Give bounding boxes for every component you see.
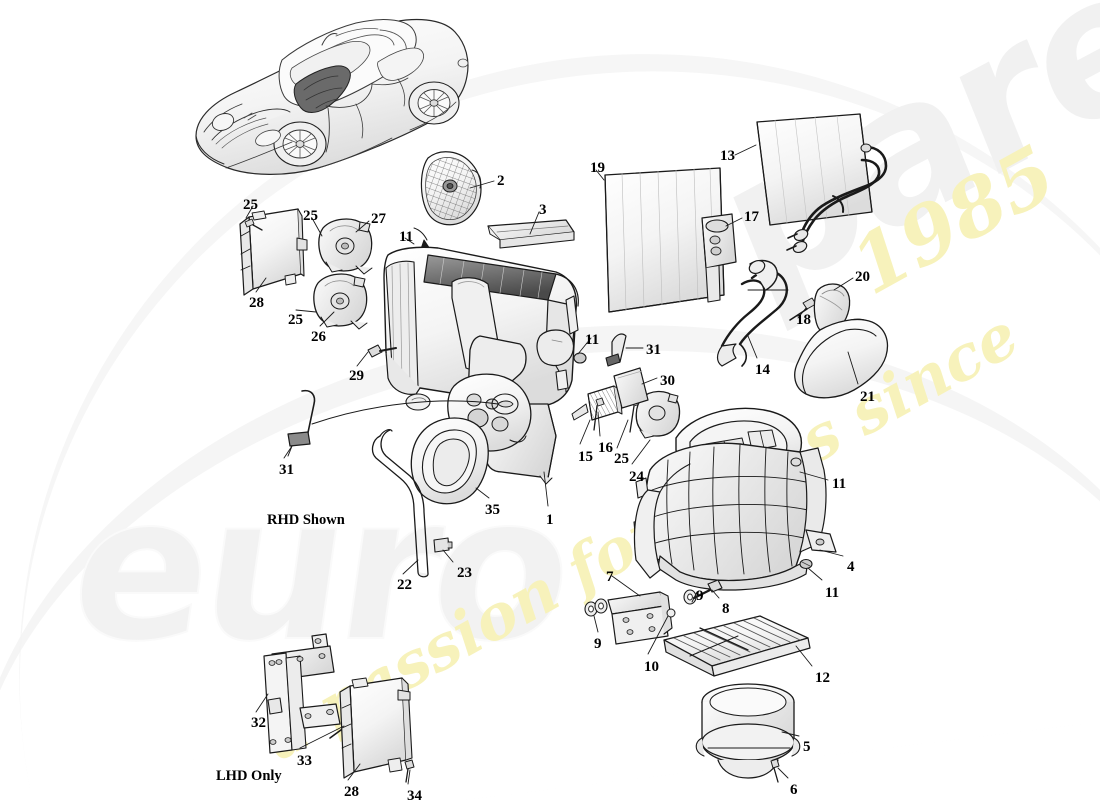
part-7-bracket (607, 591, 673, 645)
callout-16-22: 16 (598, 440, 613, 456)
part-30-flap (613, 367, 649, 409)
callout-20-17: 20 (855, 269, 870, 285)
callout-25-23: 25 (614, 451, 629, 467)
callout-18-16: 18 (796, 312, 811, 328)
callout-32-38: 32 (251, 715, 266, 731)
callout-11-3: 11 (399, 229, 414, 245)
note-rhd: RHD Shown (267, 512, 345, 528)
callout-9-33: 9 (696, 588, 704, 604)
part-17-expansion-valve (701, 213, 737, 303)
part-29-bolt (367, 344, 397, 358)
callout-6-43: 6 (790, 782, 798, 798)
callout-25-1: 25 (303, 208, 318, 224)
note-lhd: LHD Only (216, 768, 282, 784)
vehicle-overview-illustration (195, 18, 469, 175)
part-28-control-module-lower (339, 677, 413, 779)
callout-1-27: 1 (546, 512, 554, 528)
part-32-module-bracket (263, 633, 341, 754)
part-12-cabin-filter (663, 615, 811, 677)
part-13-heater-matrix (756, 113, 888, 254)
callout-14-18: 14 (755, 362, 770, 378)
part-28-control-module-upper (239, 208, 308, 296)
part-3-duct-strip (487, 219, 575, 249)
part-5-blower-motor (695, 683, 801, 779)
part-19-evaporator-core (604, 167, 725, 313)
callout-17-8: 17 (744, 209, 759, 225)
callout-28-9: 28 (249, 295, 264, 311)
part-8-bolt (692, 579, 723, 600)
callout-34-41: 34 (407, 788, 422, 800)
callout-23-31: 23 (457, 565, 472, 581)
callout-35-26: 35 (485, 502, 500, 518)
callout-21-19: 21 (860, 389, 875, 405)
part-2-fan-grille (420, 151, 482, 226)
callout-27-2: 27 (371, 211, 386, 227)
part-24-actuator (635, 390, 681, 439)
part-35-seal (410, 417, 489, 505)
callout-10-36: 10 (644, 659, 659, 675)
callout-24-24: 24 (629, 469, 644, 485)
callout-31-20: 31 (279, 462, 294, 478)
callout-33-39: 33 (297, 753, 312, 769)
part-14-heater-hose (716, 259, 789, 367)
part-11-clips-housing (799, 558, 813, 570)
part-1-heater-case (383, 246, 579, 485)
callout-31-14: 31 (646, 342, 661, 358)
callout-15-21: 15 (578, 449, 593, 465)
callout-11-29: 11 (825, 585, 840, 601)
callout-5-42: 5 (803, 739, 811, 755)
part-22-drain-hose (371, 429, 429, 578)
callout-11-25: 11 (832, 476, 847, 492)
callout-30-15: 30 (660, 373, 675, 389)
callout-4-28: 4 (847, 559, 855, 575)
part-4-blower-housing (633, 407, 837, 591)
part-23-hose-clip (433, 537, 453, 553)
callout-9-35: 9 (594, 636, 602, 652)
part-21-air-duct-lower (794, 295, 889, 399)
part-16-pin (593, 397, 605, 431)
part-26-actuator-motor (313, 273, 368, 330)
callout-25-10: 25 (288, 312, 303, 328)
callout-26-11: 26 (311, 329, 326, 345)
part-31-drain-tube (287, 389, 519, 457)
callout-28-40: 28 (344, 784, 359, 800)
callout-8-34: 8 (722, 601, 730, 617)
callout-22-30: 22 (397, 577, 412, 593)
part-6-screw (770, 758, 780, 783)
callout-7-32: 7 (606, 569, 614, 585)
part-9-washers (584, 589, 697, 618)
callout-2-4: 2 (497, 173, 505, 189)
part-27-actuator-motor (318, 218, 373, 275)
part-11-clip-mid (573, 352, 587, 364)
callout-19-6: 19 (590, 160, 605, 176)
callout-29-12: 29 (349, 368, 364, 384)
part-31-clip-upper (605, 333, 627, 367)
part-34-screw (404, 759, 415, 783)
callout-3-5: 3 (539, 202, 547, 218)
callout-13-7: 13 (720, 148, 735, 164)
callout-25-0: 25 (243, 197, 258, 213)
callout-12-37: 12 (815, 670, 830, 686)
callout-11-13: 11 (585, 332, 600, 348)
